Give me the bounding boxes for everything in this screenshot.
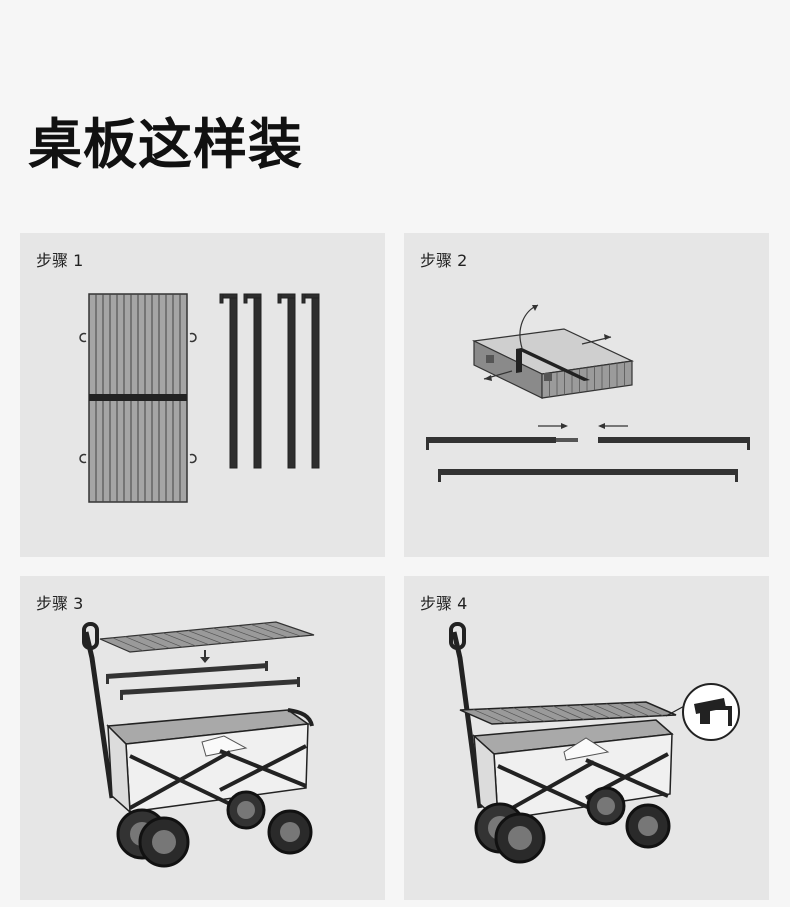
slat-line [513, 707, 545, 722]
down-arrow-icon [200, 650, 210, 663]
slat-line [592, 703, 624, 718]
slat-line [112, 637, 144, 652]
rod-assembly [426, 423, 750, 482]
step-4-panel: 步骤 4 [404, 576, 769, 900]
step-3-illustration [82, 621, 315, 868]
slat-line [539, 706, 571, 721]
slat-line [200, 628, 236, 643]
step-3-label: 步骤 3 [36, 594, 84, 613]
slat-line [486, 708, 519, 724]
wheels [116, 790, 313, 868]
slat-line [526, 706, 558, 722]
page-title: 桌板这样装 [28, 113, 303, 176]
slat-line [566, 705, 598, 720]
step-1-illustration [79, 293, 320, 503]
slat-line [137, 635, 170, 649]
slat-line [213, 627, 249, 642]
slat-line [250, 624, 288, 638]
slat-line [225, 626, 262, 641]
slat-line [579, 704, 611, 719]
step-2-panel: 步骤 2 [404, 233, 769, 557]
step-2-label: 步骤 2 [420, 251, 468, 270]
folded-tabletop [471, 328, 635, 399]
slat-line [187, 630, 223, 644]
slat-line [150, 633, 183, 648]
rolled-tabletop-unrolled [79, 293, 197, 503]
slat-line [263, 622, 301, 637]
slat-line [619, 702, 650, 717]
slat-line [125, 636, 157, 650]
step-3-panel: 步骤 3 [20, 576, 385, 900]
step-1-label: 步骤 1 [36, 251, 84, 270]
slat-line [632, 702, 663, 716]
support-rods [219, 293, 320, 469]
wheels [474, 786, 671, 864]
tabletop-exploded [99, 621, 315, 653]
slat-line [473, 709, 506, 724]
slat-line [162, 632, 196, 647]
slat-line [238, 625, 275, 639]
support-rods-exploded [106, 661, 300, 700]
slat-line [606, 703, 637, 718]
wagon-cart [82, 622, 314, 868]
slat-line [552, 705, 585, 720]
slat-line [499, 707, 532, 723]
slat-line [175, 631, 209, 646]
step-4-label: 步骤 4 [420, 594, 468, 613]
step-1-panel: 步骤 1 [20, 233, 385, 557]
clip-detail-callout [665, 683, 740, 741]
wagon-with-table [449, 622, 677, 864]
rotate-arrows [483, 304, 612, 381]
step-2-illustration [426, 304, 750, 482]
step-4-illustration [449, 622, 740, 864]
